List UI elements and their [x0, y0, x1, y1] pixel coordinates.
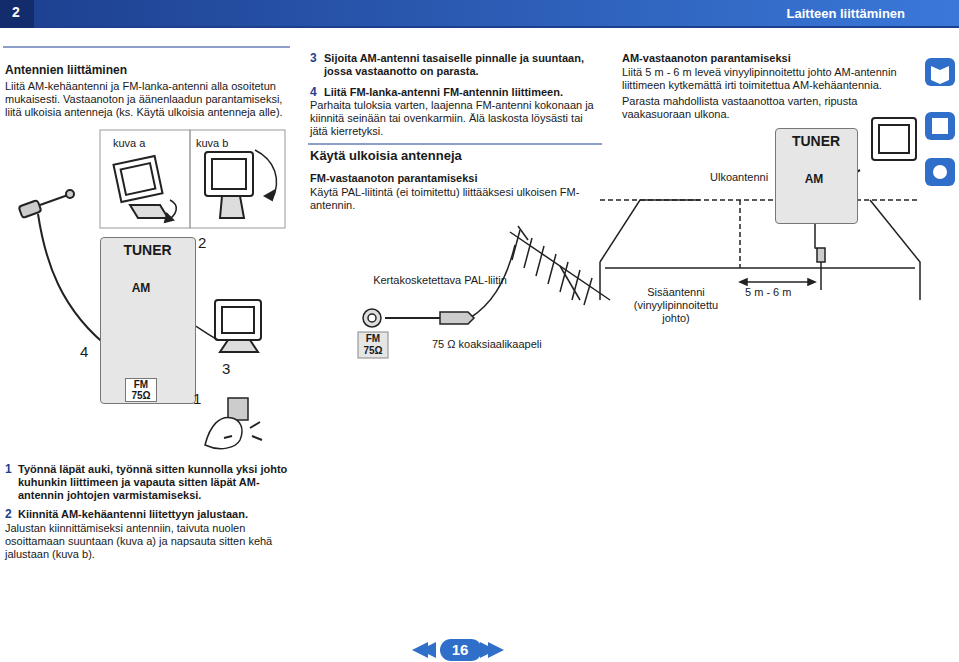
body-text: Parhaita tuloksia varten, laajenna FM-an… [310, 99, 602, 138]
house-outline [600, 200, 920, 300]
header-title: Laitteen liittäminen [700, 7, 905, 20]
step-number: 4 [310, 86, 322, 99]
hand-illustration [205, 398, 262, 449]
figure-label: kuva a [113, 137, 173, 150]
body-text: Parasta mahdollista vastaanottoa varten,… [622, 95, 922, 121]
dimension: 5 m - 6 m [745, 286, 815, 299]
panel-title: TUNER [776, 135, 856, 148]
callout-number: 2 [198, 235, 214, 251]
step-text: Sijoita AM-antenni tasaiselle pinnalle j… [324, 52, 604, 78]
part-label: Kertakosketettava PAL-liitin [365, 274, 515, 287]
figure-label: kuva b [196, 137, 256, 150]
terminal-label: AM [794, 173, 834, 186]
loop-antenna [114, 156, 177, 222]
terminal-label: FM 75Ω [125, 378, 157, 402]
terminal-label: AM [121, 282, 161, 295]
step-text: Liitä FM-lanka-antenni FM-antennin liitt… [324, 86, 604, 99]
step-text: Kiinnitä AM-kehäantenni liitettyyn jalus… [18, 508, 290, 521]
outdoor-fm-antenna [363, 226, 610, 327]
loop-antenna [205, 150, 277, 218]
section-heading: Käytä ulkoisia antenneja [310, 148, 602, 163]
rule [308, 144, 602, 145]
figure-frame [100, 130, 190, 228]
part-label: Sisäantenni (vinyylipinnoitettu johto) [622, 286, 730, 325]
body-text: Liitä 5 m - 6 m leveä vinyylipinnoitettu… [622, 66, 922, 92]
tuner-panel: TUNER AM [775, 128, 858, 224]
tuner-panel: TUNER AM FM 75Ω [100, 237, 196, 404]
figure-frame [190, 130, 285, 228]
body-text: Liitä AM-kehäantenni ja FM-lanka-antenni… [5, 80, 290, 119]
subheading: AM-vastaanoton parantamiseksi [622, 52, 922, 65]
panel-title: TUNER [101, 244, 194, 257]
callout-number: 4 [80, 344, 96, 360]
step-text: Työnnä läpät auki, työnnä sitten kunnoll… [18, 463, 290, 502]
step-number: 2 [5, 508, 17, 521]
subheading: FM-vastaanoton parantamiseksi [310, 172, 602, 185]
header-bar: Laitteen liittäminen 2 [0, 0, 959, 28]
step-number: 1 [5, 463, 17, 476]
page-arrow [412, 642, 504, 658]
part-label: Ulkoantenni [710, 171, 790, 184]
chapter-number: 2 [0, 6, 32, 19]
navigation-icon [925, 58, 955, 186]
part-label: 75 Ω koaksiaalikaapeli [432, 338, 572, 351]
rule [3, 47, 290, 48]
terminal-label: FM 75Ω [358, 333, 388, 357]
body-text: Käytä PAL-liitintä (ei toimitettu) liitt… [310, 186, 602, 212]
page-number-text: 16 [440, 642, 480, 658]
am-wire [740, 222, 825, 290]
section-heading: Antennien liittäminen [5, 63, 290, 77]
callout-number: 1 [193, 391, 209, 407]
callout-number: 3 [222, 361, 238, 377]
step-number: 3 [310, 52, 322, 65]
jack-label-box [358, 332, 388, 358]
page-number: 16 [440, 639, 482, 661]
body-text: Jalustan kiinnittämiseksi antenniin, tai… [5, 522, 290, 561]
chapter-number-box: 2 [0, 0, 34, 28]
